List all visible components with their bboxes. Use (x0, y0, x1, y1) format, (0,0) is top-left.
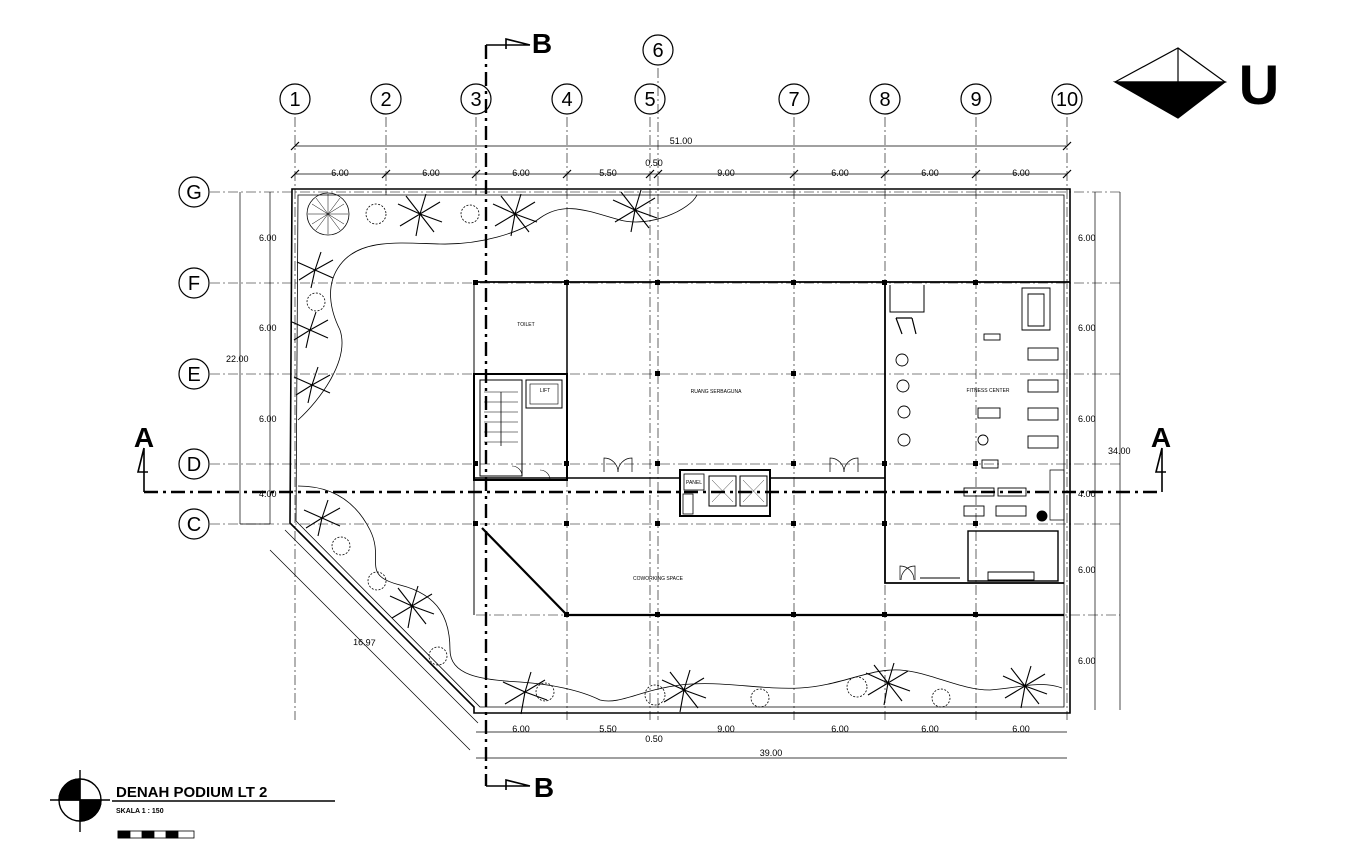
dim-top-4: 5.50 (599, 168, 617, 178)
grid-label-2: 2 (380, 89, 391, 111)
grid-bubble-6: 6 (642, 34, 674, 66)
grid-label-4: 4 (561, 89, 572, 111)
north-arrow-icon (1112, 47, 1227, 119)
grid-label-1: 1 (289, 89, 300, 111)
drawing-title: DENAH PODIUM LT 2 (116, 784, 267, 801)
dim-right-total: 34.00 (1108, 446, 1131, 456)
dim-right-1: 6.00 (1078, 233, 1096, 243)
grid-lines (210, 68, 1120, 720)
dim-bottom-4: 9.00 (717, 724, 735, 734)
title-block-symbol-icon (50, 770, 110, 832)
room-panel-label: PANEL (686, 480, 702, 486)
tree-icon (306, 192, 350, 236)
grid-bubble-G: G (178, 176, 210, 208)
dim-overall-bottom: 39.00 (760, 748, 783, 758)
dim-bottom-1: 6.00 (512, 724, 530, 734)
room-toilet-label: TOILET (517, 322, 534, 328)
dim-overall-top: 51.00 (670, 136, 693, 146)
grid-label-D: D (187, 454, 201, 476)
grid-label-3: 3 (470, 89, 481, 111)
grid-bubble-F: F (178, 267, 210, 299)
grid-bubble-E: E (178, 358, 210, 390)
section-a-label-left: A (134, 422, 154, 453)
section-b-label-bottom: B (534, 772, 554, 803)
dim-bottom-2: 5.50 (599, 724, 617, 734)
grid-label-9: 9 (970, 89, 981, 111)
grid-label-E: E (187, 364, 200, 386)
trees (291, 189, 1048, 715)
grid-bubble-C: C (178, 508, 210, 540)
grid-bubble-3: 3 (460, 83, 492, 115)
room-fitness-label: FITNESS CENTER (966, 388, 1009, 394)
planter-curves (297, 194, 1063, 702)
dim-diagonal: 16.97 (353, 637, 376, 648)
grid-label-8: 8 (879, 89, 890, 111)
grid-label-C: C (187, 514, 201, 536)
dim-right-5: 6.00 (1078, 565, 1096, 575)
doors (603, 457, 1065, 581)
dim-bottom-7: 6.00 (1012, 724, 1030, 734)
dim-top-9: 6.00 (1012, 168, 1030, 178)
drawing-scale: SKALA 1 : 150 (116, 808, 164, 815)
grid-bubble-5: 5 (634, 83, 666, 115)
dim-top-8: 6.00 (921, 168, 939, 178)
scale-bar (117, 830, 195, 839)
dim-top-3: 6.00 (512, 168, 530, 178)
room-coworking-label: COWORKING SPACE (633, 576, 684, 582)
grid-bubble-10: 10 (1051, 83, 1083, 115)
dim-left-1: 6.00 (259, 233, 277, 243)
dim-left-3: 6.00 (259, 414, 277, 424)
grid-label-G: G (186, 182, 202, 204)
north-label: U (1239, 53, 1279, 116)
grid-label-5: 5 (644, 89, 655, 111)
dim-bottom-6: 6.00 (921, 724, 939, 734)
section-markers (136, 37, 1166, 790)
dimension-ticks (290, 141, 1072, 179)
dim-left-4: 4.00 (259, 489, 277, 499)
dim-left-total: 22.00 (226, 354, 249, 364)
grid-label-F: F (188, 273, 200, 295)
fitness-equipment (895, 287, 1059, 582)
columns (473, 280, 978, 617)
grid-bubble-7: 7 (778, 83, 810, 115)
dim-top-7: 6.00 (831, 168, 849, 178)
shrub-icon (306, 203, 951, 708)
dim-right-6: 6.00 (1078, 656, 1096, 666)
grid-bubble-8: 8 (869, 83, 901, 115)
dim-right-4: 4.00 (1078, 489, 1096, 499)
dim-right-3: 6.00 (1078, 414, 1096, 424)
grid-bubble-9: 9 (960, 83, 992, 115)
grid-bubble-D: D (178, 448, 210, 480)
grid-bubble-1: 1 (279, 83, 311, 115)
dim-bottom-3: 0.50 (645, 734, 663, 744)
grid-bubble-4: 4 (551, 83, 583, 115)
dim-top-5: 0.50 (645, 158, 663, 168)
section-b-label-top: B (532, 28, 552, 59)
grid-label-7: 7 (788, 89, 799, 111)
interior-walls (473, 281, 1070, 617)
grid-bubble-2: 2 (370, 83, 402, 115)
building-outline (289, 188, 1071, 714)
dimension-lines (239, 145, 1121, 759)
dim-top-2: 6.00 (422, 168, 440, 178)
section-a-label-right: A (1151, 422, 1171, 453)
dim-bottom-5: 6.00 (831, 724, 849, 734)
grid-label-6: 6 (652, 40, 663, 62)
room-hall-label: RUANG SERBAGUNA (691, 389, 743, 395)
dim-left-2: 6.00 (259, 323, 277, 333)
grid-bubbles: 1 2 3 4 5 6 7 8 9 10 G F E D C (178, 34, 1083, 540)
dim-right-2: 6.00 (1078, 323, 1096, 333)
stair-core (473, 373, 568, 481)
grid-label-10: 10 (1056, 89, 1078, 111)
dim-top-1: 6.00 (331, 168, 349, 178)
room-lift-label: LIFT (540, 388, 550, 394)
palm-icon (291, 189, 1048, 715)
dim-top-6: 9.00 (717, 168, 735, 178)
